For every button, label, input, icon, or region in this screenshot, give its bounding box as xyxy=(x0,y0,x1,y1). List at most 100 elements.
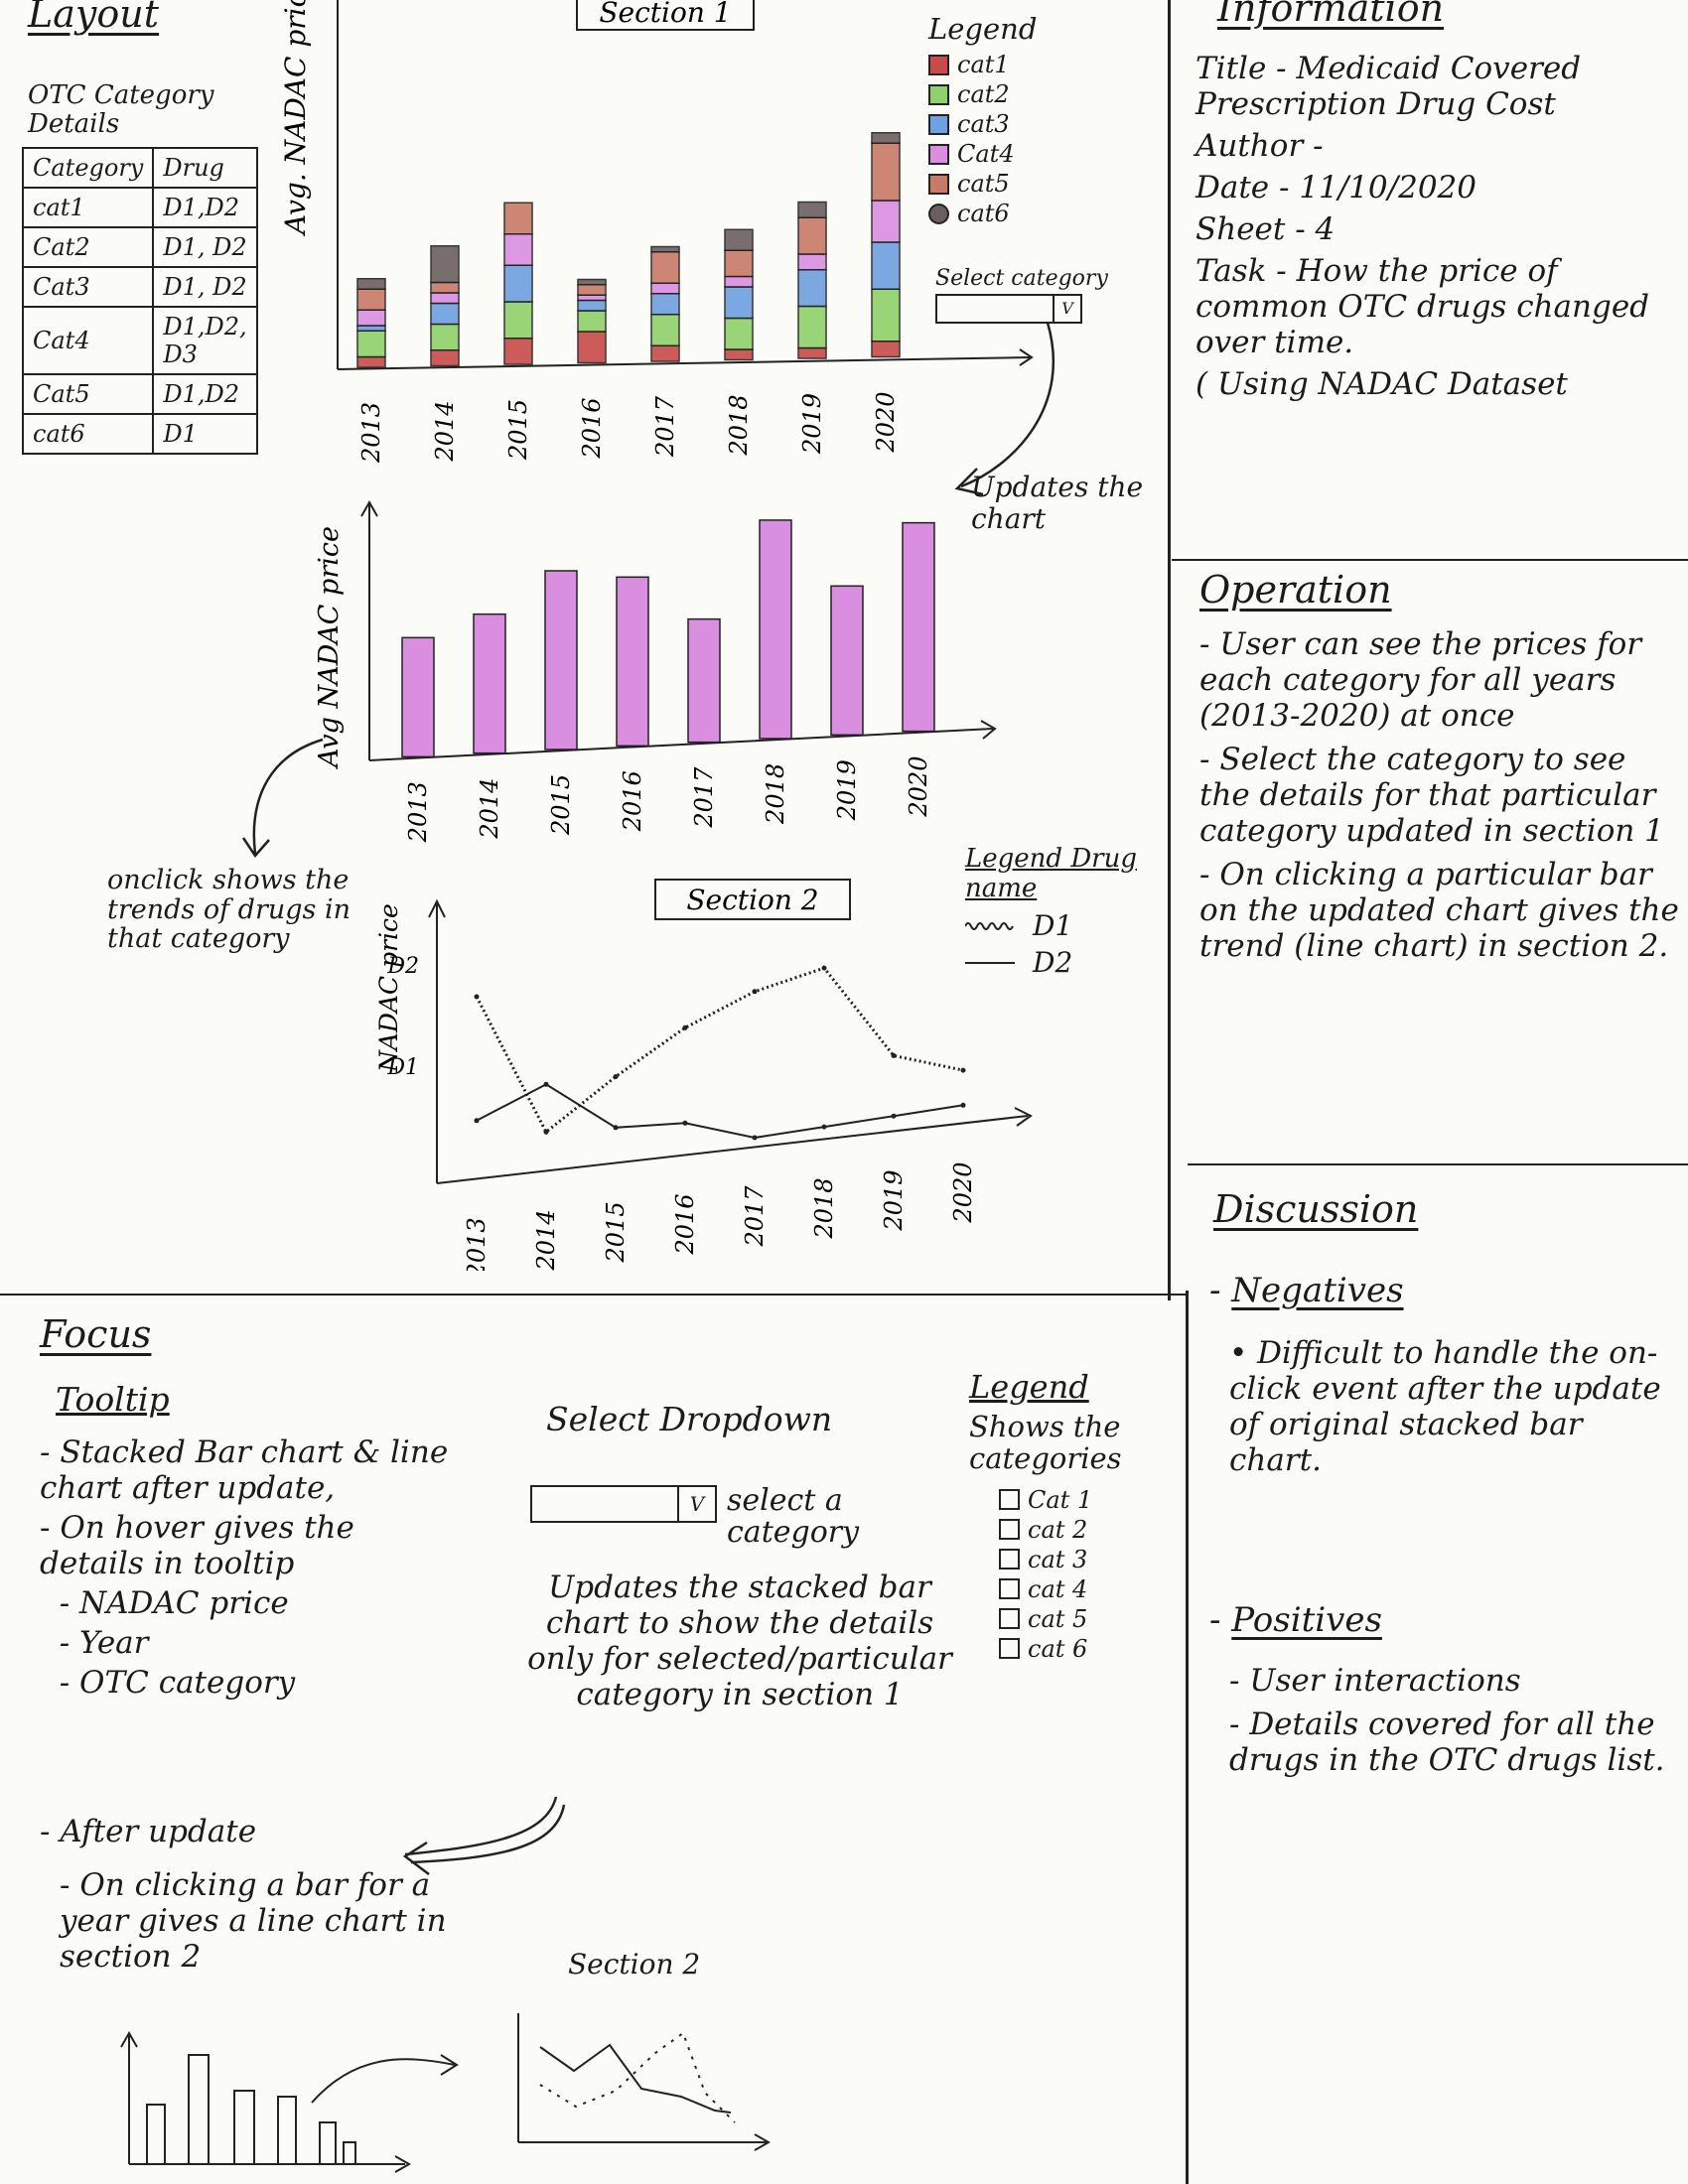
stacked-bar-segment[interactable] xyxy=(650,344,680,362)
legend-item[interactable]: cat6 xyxy=(928,199,1117,228)
data-point[interactable] xyxy=(543,1129,549,1135)
legend-label: Cat4 xyxy=(957,140,1015,168)
stacked-bar-segment[interactable] xyxy=(797,346,827,359)
legend-item[interactable]: Cat4 xyxy=(928,139,1117,169)
data-point[interactable] xyxy=(960,1102,966,1108)
stacked-bar-segment[interactable] xyxy=(650,314,680,346)
stacked-bar-segment[interactable] xyxy=(724,249,754,278)
data-point[interactable] xyxy=(613,1074,619,1080)
bar[interactable] xyxy=(759,519,792,740)
stacked-bar-segment[interactable] xyxy=(797,253,827,271)
checkbox-icon[interactable] xyxy=(999,1608,1020,1630)
bar[interactable] xyxy=(687,617,721,744)
data-point[interactable] xyxy=(891,1052,897,1058)
stacked-bar-segment[interactable] xyxy=(871,241,901,290)
bar[interactable] xyxy=(473,613,506,754)
data-point[interactable] xyxy=(821,965,827,971)
stacked-bar-segment[interactable] xyxy=(577,284,607,296)
stacked-bar-segment[interactable] xyxy=(503,264,533,303)
legend-item[interactable]: cat1 xyxy=(928,50,1117,79)
stacked-bar-segment[interactable] xyxy=(650,293,680,316)
stacked-bar-segment[interactable] xyxy=(650,282,680,295)
focus-legend-item[interactable]: cat 5 xyxy=(999,1604,1178,1634)
stacked-bar-segment[interactable] xyxy=(430,302,460,326)
checkbox-icon[interactable] xyxy=(999,1549,1020,1570)
data-point[interactable] xyxy=(682,1120,688,1126)
bar[interactable] xyxy=(902,521,935,733)
section2-legend-title: Legend Drug name xyxy=(965,844,1137,903)
select-category-dropdown[interactable]: V xyxy=(935,294,1082,324)
data-point[interactable] xyxy=(960,1067,966,1073)
data-point[interactable] xyxy=(891,1113,897,1119)
stacked-bar-segment[interactable] xyxy=(503,233,533,266)
stacked-bar-segment[interactable] xyxy=(577,299,607,312)
stacked-bar-segment[interactable] xyxy=(871,142,901,202)
focus-legend-item[interactable]: Cat 1 xyxy=(999,1485,1178,1515)
focus-legend-item[interactable]: cat 6 xyxy=(999,1634,1178,1664)
stacked-bar-segment[interactable] xyxy=(356,309,386,327)
stacked-bar-segment[interactable] xyxy=(430,292,460,305)
stacked-bar-segment[interactable] xyxy=(356,330,386,358)
focus-legend-item[interactable]: cat 4 xyxy=(999,1574,1178,1604)
stacked-bar-segment[interactable] xyxy=(430,349,460,367)
stacked-bar-segment[interactable] xyxy=(724,228,754,251)
stacked-bar-segment[interactable] xyxy=(577,278,607,286)
data-point[interactable] xyxy=(474,1118,480,1124)
stacked-bar-segment[interactable] xyxy=(577,294,607,302)
bar[interactable] xyxy=(544,570,578,751)
bar[interactable] xyxy=(401,636,435,758)
checkbox-icon[interactable] xyxy=(999,1638,1020,1660)
checkbox-icon[interactable] xyxy=(999,1578,1020,1600)
stacked-bar-segment[interactable] xyxy=(650,245,680,253)
stacked-bar-segment[interactable] xyxy=(724,275,754,288)
checkbox-icon[interactable] xyxy=(999,1519,1020,1541)
stacked-bar-segment[interactable] xyxy=(871,341,901,358)
stacked-bar-segment[interactable] xyxy=(871,132,901,144)
stacked-bar-segment[interactable] xyxy=(503,301,533,340)
data-point[interactable] xyxy=(821,1124,827,1130)
stacked-bar-segment[interactable] xyxy=(356,288,386,311)
data-point[interactable] xyxy=(474,994,480,1000)
legend-item[interactable]: cat5 xyxy=(928,169,1117,199)
stacked-bar-segment[interactable] xyxy=(724,348,754,361)
stacked-bar-segment[interactable] xyxy=(797,269,827,308)
data-point[interactable] xyxy=(543,1081,549,1087)
legend-label: cat1 xyxy=(957,51,1010,78)
stacked-bar-segment[interactable] xyxy=(650,251,680,284)
data-point[interactable] xyxy=(752,989,758,995)
stacked-bar-segment[interactable] xyxy=(871,200,901,243)
data-point[interactable] xyxy=(752,1135,758,1141)
data-point[interactable] xyxy=(682,1024,688,1030)
stacked-bar-segment[interactable] xyxy=(797,201,827,218)
stacked-bar-segment[interactable] xyxy=(430,281,460,294)
focus-select-control[interactable]: V select a category xyxy=(530,1485,896,1548)
information-line: Title - Medicaid Covered Prescription Dr… xyxy=(1196,51,1582,122)
stacked-bar-segment[interactable] xyxy=(430,323,460,351)
legend-item[interactable]: cat2 xyxy=(928,79,1117,109)
stacked-bar-segment[interactable] xyxy=(577,331,607,364)
focus-select-dropdown[interactable]: V xyxy=(530,1485,717,1523)
stacked-bar-segment[interactable] xyxy=(356,325,386,332)
stacked-bar-segment[interactable] xyxy=(503,202,533,235)
stacked-bar-segment[interactable] xyxy=(724,317,754,350)
checkbox-icon[interactable] xyxy=(999,1489,1020,1511)
stacked-bar-segment[interactable] xyxy=(356,355,386,368)
stacked-bar-segment[interactable] xyxy=(577,310,607,333)
stacked-bar-segment[interactable] xyxy=(724,286,754,320)
focus-legend-item[interactable]: cat 2 xyxy=(999,1515,1178,1545)
select-category-control[interactable]: Select category V xyxy=(935,266,1134,326)
bar[interactable] xyxy=(830,585,864,737)
focus-legend-item[interactable]: cat 3 xyxy=(999,1545,1178,1574)
bar[interactable] xyxy=(616,576,649,748)
data-point[interactable] xyxy=(613,1125,619,1131)
stacked-bar-segment[interactable] xyxy=(356,278,386,290)
chevron-down-icon[interactable]: V xyxy=(1053,296,1080,322)
legend-item[interactable]: cat3 xyxy=(928,109,1117,139)
focus-chevron-down-icon[interactable]: V xyxy=(677,1487,715,1521)
information-title: Information xyxy=(1217,0,1445,30)
stacked-bar-segment[interactable] xyxy=(503,338,533,365)
stacked-bar-segment[interactable] xyxy=(430,245,460,284)
stacked-bar-segment[interactable] xyxy=(871,288,901,342)
stacked-bar-segment[interactable] xyxy=(797,216,827,255)
stacked-bar-segment[interactable] xyxy=(797,305,827,349)
